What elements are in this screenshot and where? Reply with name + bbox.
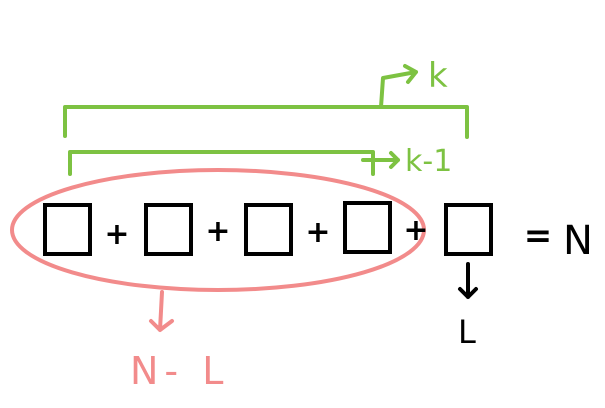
plus-4: + [403,213,428,248]
box-1 [43,203,92,256]
equals-sign: = [524,216,553,256]
inner-bracket-arrow [361,151,400,169]
plus-3: + [305,215,330,250]
outer-bracket-arrow [379,64,418,109]
inner-bracket [68,150,375,176]
group-label: N- L [130,349,229,393]
last-box-label: L [458,313,476,351]
plus-2: + [205,214,230,249]
box-5 [444,203,493,256]
inner-bracket-label: k-1 [405,144,452,179]
box-2 [144,203,193,256]
last-box-arrow [458,262,478,299]
outer-bracket [63,105,469,139]
outer-bracket-label: k [428,56,448,96]
plus-1: + [104,217,129,252]
rhs-label: N [563,218,593,264]
box-4 [343,201,392,254]
box-3 [244,203,293,256]
group-ellipse [10,168,426,292]
group-arrow [149,290,174,332]
